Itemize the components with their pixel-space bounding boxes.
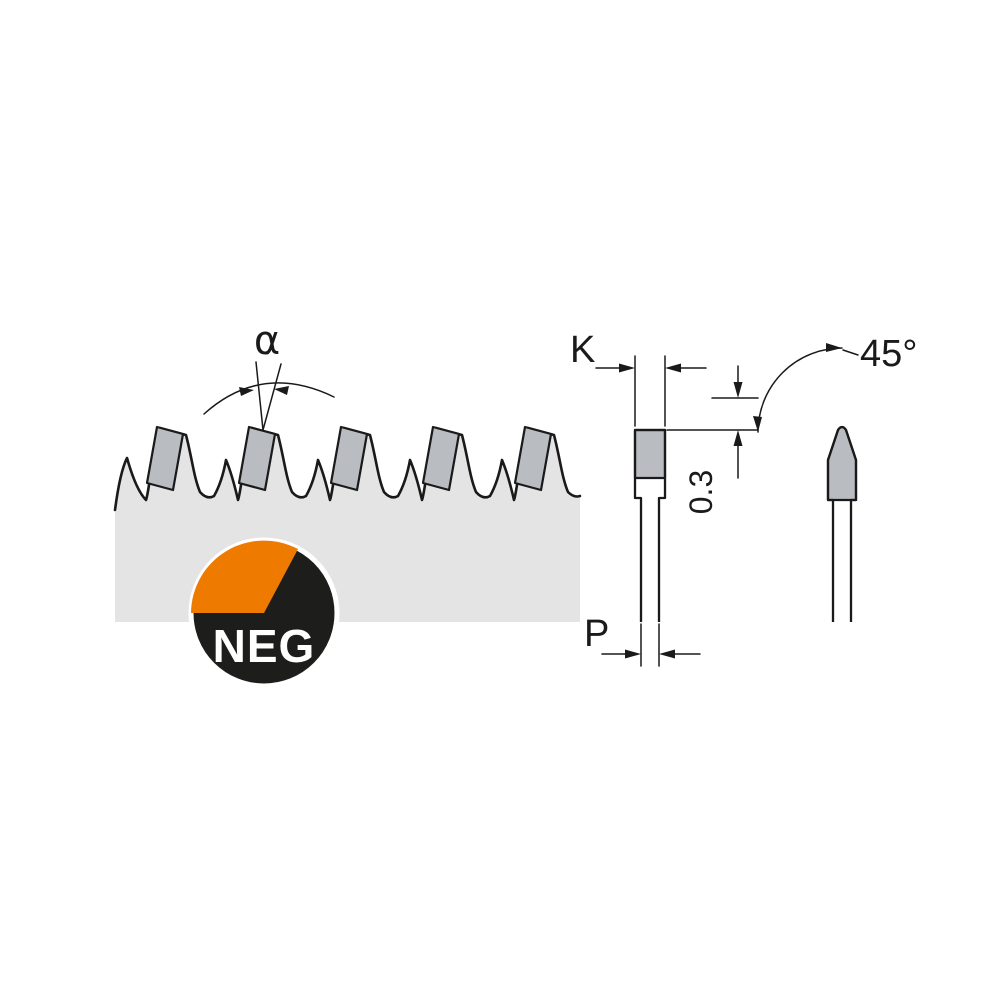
plate-label: P — [584, 613, 609, 655]
tooth-tip — [237, 425, 277, 492]
neg-badge-orange-wedge — [191, 540, 298, 613]
hook-angle-arrow-right — [274, 386, 289, 395]
hook-angle-face-line — [262, 363, 282, 431]
blade-profile — [113, 425, 582, 622]
tooth-tip — [421, 425, 461, 492]
kerf-label: K — [570, 329, 595, 371]
hook-angle-radial-line — [255, 361, 264, 431]
chamfer-carbide-block — [826, 425, 858, 502]
plate-arrow-left — [625, 649, 641, 659]
neg-label: NEG — [213, 620, 316, 672]
kerf-section-outline — [633, 428, 667, 622]
chamfer-arc-arrow-bottom — [753, 416, 762, 432]
chamfer-tooth-section: 45° — [753, 333, 917, 622]
clearance-arrow-down — [733, 382, 743, 398]
side-clearance-dimension: 0.3 — [666, 365, 759, 514]
chamfer-section-outline — [826, 425, 858, 622]
side-clearance-label: 0.3 — [683, 470, 719, 514]
clearance-arrow-up — [733, 430, 743, 446]
hook-angle-arrow-left — [239, 387, 254, 396]
hook-angle-dimension: α — [203, 318, 335, 431]
plate-arrow-right — [659, 649, 675, 659]
tooth-tip — [145, 425, 185, 492]
chamfer-angle-leader — [842, 349, 859, 356]
tooth-tip — [513, 425, 553, 492]
chamfer-arc-arrow-top — [826, 343, 842, 352]
tooth-tip — [329, 425, 369, 492]
carbide-tips — [145, 425, 553, 492]
hook-angle-arc — [203, 382, 335, 415]
chamfer-angle-arc — [757, 347, 843, 433]
hook-angle-label: α — [254, 318, 280, 364]
kerf-section: K P — [570, 329, 707, 667]
neg-badge: NEG — [188, 537, 340, 689]
kerf-arrow-left — [619, 363, 635, 373]
chamfer-angle-label: 45° — [860, 333, 917, 375]
kerf-arrow-right — [665, 363, 681, 373]
kerf-carbide-block — [633, 428, 667, 480]
